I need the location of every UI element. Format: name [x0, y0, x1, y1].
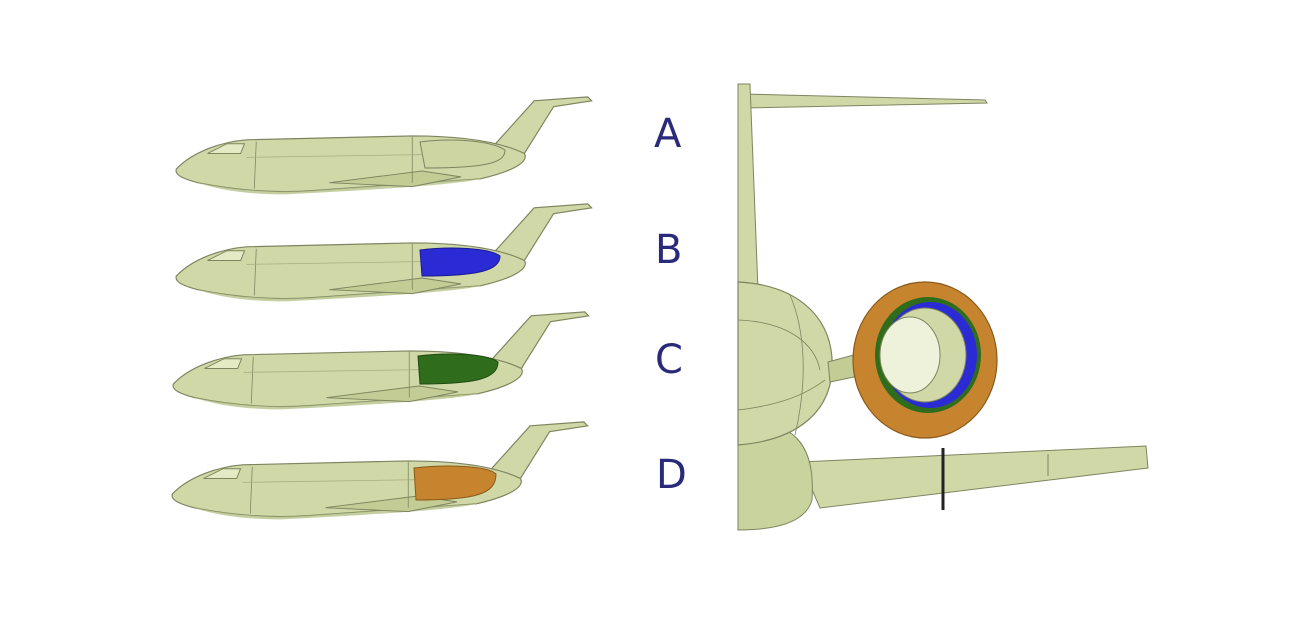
config-label-b: B — [655, 227, 683, 273]
horizontal-stabilizer — [741, 93, 988, 109]
airplane-a — [175, 96, 593, 195]
rear-view-aircraft — [737, 83, 1149, 531]
airplane-b — [175, 203, 593, 302]
vertical-tail — [737, 83, 759, 291]
airplane-d — [171, 421, 589, 520]
airplane-c — [172, 311, 590, 410]
wing-right — [799, 445, 1149, 509]
engine-nacelle-a — [419, 139, 506, 169]
engine-nacelle-c — [417, 353, 499, 385]
config-label-a: A — [654, 111, 682, 157]
config-label-c: C — [655, 337, 683, 383]
engine-inlet — [879, 316, 941, 394]
engine-nacelle-b — [419, 247, 501, 277]
config-label-d: D — [656, 452, 687, 498]
engine-nacelle-d — [413, 465, 497, 501]
